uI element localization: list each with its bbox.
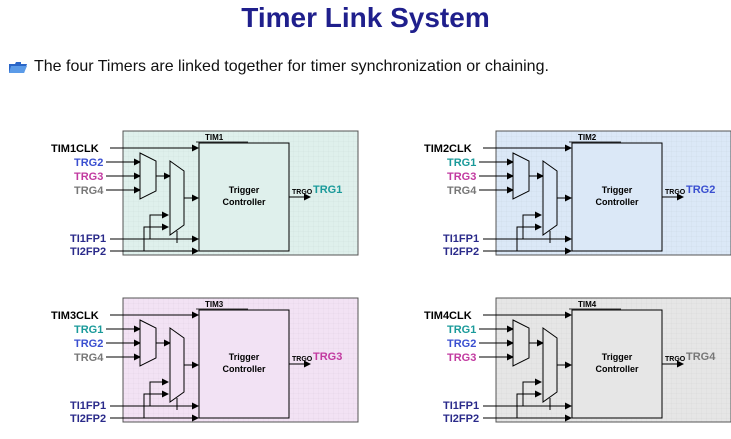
tim1-trigger-controller	[198, 142, 290, 252]
tim1-controller-label-1: Trigger	[229, 185, 260, 195]
tim2-input-trg3: TRG3	[447, 171, 476, 183]
tim3-input-trg2: TRG2	[74, 338, 103, 350]
tim1-controller-label-2: Controller	[222, 197, 265, 207]
tim3-ti2-label: TI2FP2	[70, 413, 106, 425]
tim2-ti1-label: TI1FP1	[443, 233, 479, 245]
tim4-name-label: TIM4	[578, 300, 597, 309]
folder-bullet-icon	[9, 62, 27, 73]
bullet-text: The four Timers are linked together for …	[34, 58, 549, 75]
tim3-ti1-label: TI1FP1	[70, 400, 106, 412]
tim3-controller-label-1: Trigger	[229, 352, 260, 362]
tim4-input-trg1: TRG1	[447, 324, 476, 336]
tim1-ti2-label: TI2FP2	[70, 246, 106, 258]
tim2-input-trg1: TRG1	[447, 157, 476, 169]
tim3-input-trg1: TRG1	[74, 324, 103, 336]
tim1-input-trg3: TRG3	[74, 171, 103, 183]
tim4-clk-label: TIM4CLK	[424, 310, 472, 322]
tim1-mux2	[169, 160, 185, 236]
tim2-mux2	[542, 160, 558, 236]
tim3-clk-label: TIM3CLK	[51, 310, 99, 322]
tim2-mux1	[512, 152, 530, 200]
tim3-input-trg4: TRG4	[74, 352, 104, 364]
tim4-controller-label-1: Trigger	[602, 352, 633, 362]
tim4-output-label: TRG4	[686, 351, 716, 363]
tim2-ti2-label: TI2FP2	[443, 246, 479, 258]
tim3-mux2	[169, 327, 185, 403]
tim2-name-label: TIM2	[578, 133, 597, 142]
tim4-ti2-label: TI2FP2	[443, 413, 479, 425]
tim2-controller-label-2: Controller	[595, 197, 638, 207]
tim4-trigger-controller	[571, 309, 663, 419]
tim1-output-label: TRG1	[313, 184, 342, 196]
tim4-input-trg3: TRG3	[447, 352, 476, 364]
tim4-input-trg2: TRG2	[447, 338, 476, 350]
tim2-output-label: TRG2	[686, 184, 715, 196]
tim3-controller-label-2: Controller	[222, 364, 265, 374]
tim2-clk-label: TIM2CLK	[424, 143, 472, 155]
tim1-input-trg2: TRG2	[74, 157, 103, 169]
tim1-input-trg4: TRG4	[74, 185, 104, 197]
tim2-input-trg4: TRG4	[447, 185, 477, 197]
page-title: Timer Link System	[241, 2, 490, 33]
tim3-name-label: TIM3	[205, 300, 224, 309]
tim1-ti1-label: TI1FP1	[70, 233, 106, 245]
tim3-mux1	[139, 319, 157, 367]
tim4-ti1-label: TI1FP1	[443, 400, 479, 412]
tim3-trigger-controller	[198, 309, 290, 419]
tim2-trigger-controller	[571, 142, 663, 252]
tim1-clk-label: TIM1CLK	[51, 143, 99, 155]
tim4-controller-label-2: Controller	[595, 364, 638, 374]
tim3-output-label: TRG3	[313, 351, 342, 363]
tim1-trgo-label: TRGO	[292, 189, 313, 196]
tim2-controller-label-1: Trigger	[602, 185, 633, 195]
tim4-mux1	[512, 319, 530, 367]
tim4-mux2	[542, 327, 558, 403]
tim2-trgo-label: TRGO	[665, 189, 686, 196]
tim1-name-label: TIM1	[205, 133, 224, 142]
bullet-point: The four Timers are linked together for …	[8, 58, 549, 76]
tim3-trgo-label: TRGO	[292, 356, 313, 363]
tim4-trgo-label: TRGO	[665, 356, 686, 363]
tim1-mux1	[139, 152, 157, 200]
